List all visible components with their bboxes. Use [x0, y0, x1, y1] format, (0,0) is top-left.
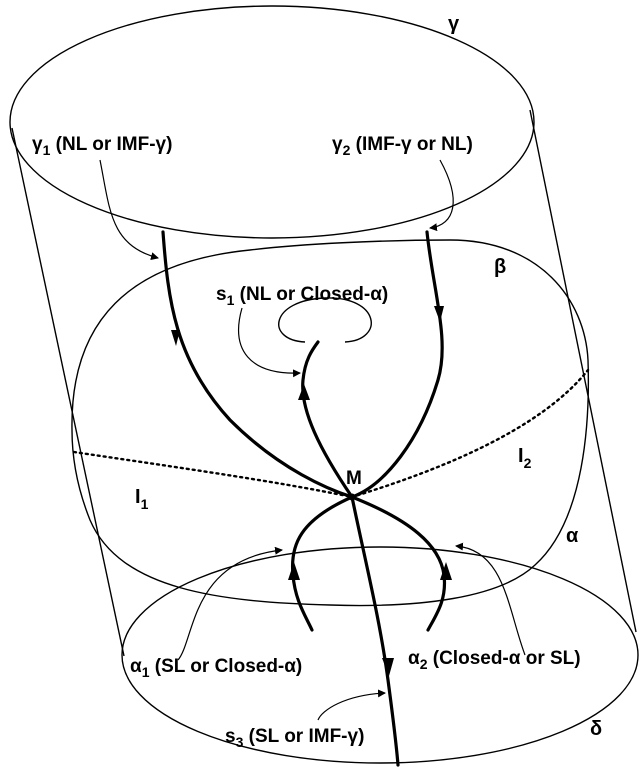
pointer-s3: [317, 689, 386, 721]
curve-I1: [72, 450, 354, 499]
label-I2: I2: [518, 445, 532, 471]
label-gamma1: γ1 (NL or IMF-γ): [32, 134, 172, 158]
pointer-alpha2: [455, 542, 526, 656]
label-I1: I1: [135, 486, 149, 512]
pointer-alpha1: [177, 546, 283, 661]
arrow-gamma1: [171, 330, 180, 346]
pointer-gamma1: [99, 159, 159, 261]
fieldline-s1: [301, 340, 354, 499]
fieldline-gamma2: [350, 230, 444, 499]
fieldline-s1-loop: [278, 297, 372, 343]
label-alpha: α: [566, 525, 579, 547]
surface-beta: [71, 239, 590, 607]
label-s1: s1 (NL or Closed-α): [216, 284, 388, 308]
bottom-ellipse-delta: [121, 546, 639, 764]
fieldline-alpha2: [350, 495, 447, 632]
fieldline-gamma1: [161, 230, 354, 499]
label-alpha2: α2 (Closed-α or SL): [408, 648, 581, 672]
curve-I2: [350, 368, 590, 499]
fieldline-alpha1: [290, 495, 354, 632]
arrow-s1: [298, 384, 310, 400]
arrow-alpha2: [440, 562, 452, 580]
pointer-gamma2: [429, 159, 454, 232]
label-gamma: γ: [448, 13, 460, 35]
arrow-alpha1: [288, 562, 300, 580]
fieldline-s3: [350, 495, 400, 767]
cylinder-left-edge: [11, 127, 125, 657]
null-point-M: [348, 493, 356, 501]
arrow-gamma2: [434, 306, 444, 322]
label-alpha1: α1 (SL or Closed-α): [130, 656, 302, 680]
label-gamma2: γ2 (IMF-γ or NL): [332, 134, 473, 158]
cylinder-right-edge: [529, 109, 637, 633]
label-M: M: [346, 468, 362, 489]
label-beta: β: [494, 256, 506, 278]
pointer-s1: [238, 307, 301, 378]
label-s3: s3 (SL or IMF-γ): [225, 726, 364, 750]
top-ellipse-gamma: [9, 5, 535, 239]
label-delta: δ: [590, 718, 602, 740]
arrow-s3: [382, 658, 394, 676]
